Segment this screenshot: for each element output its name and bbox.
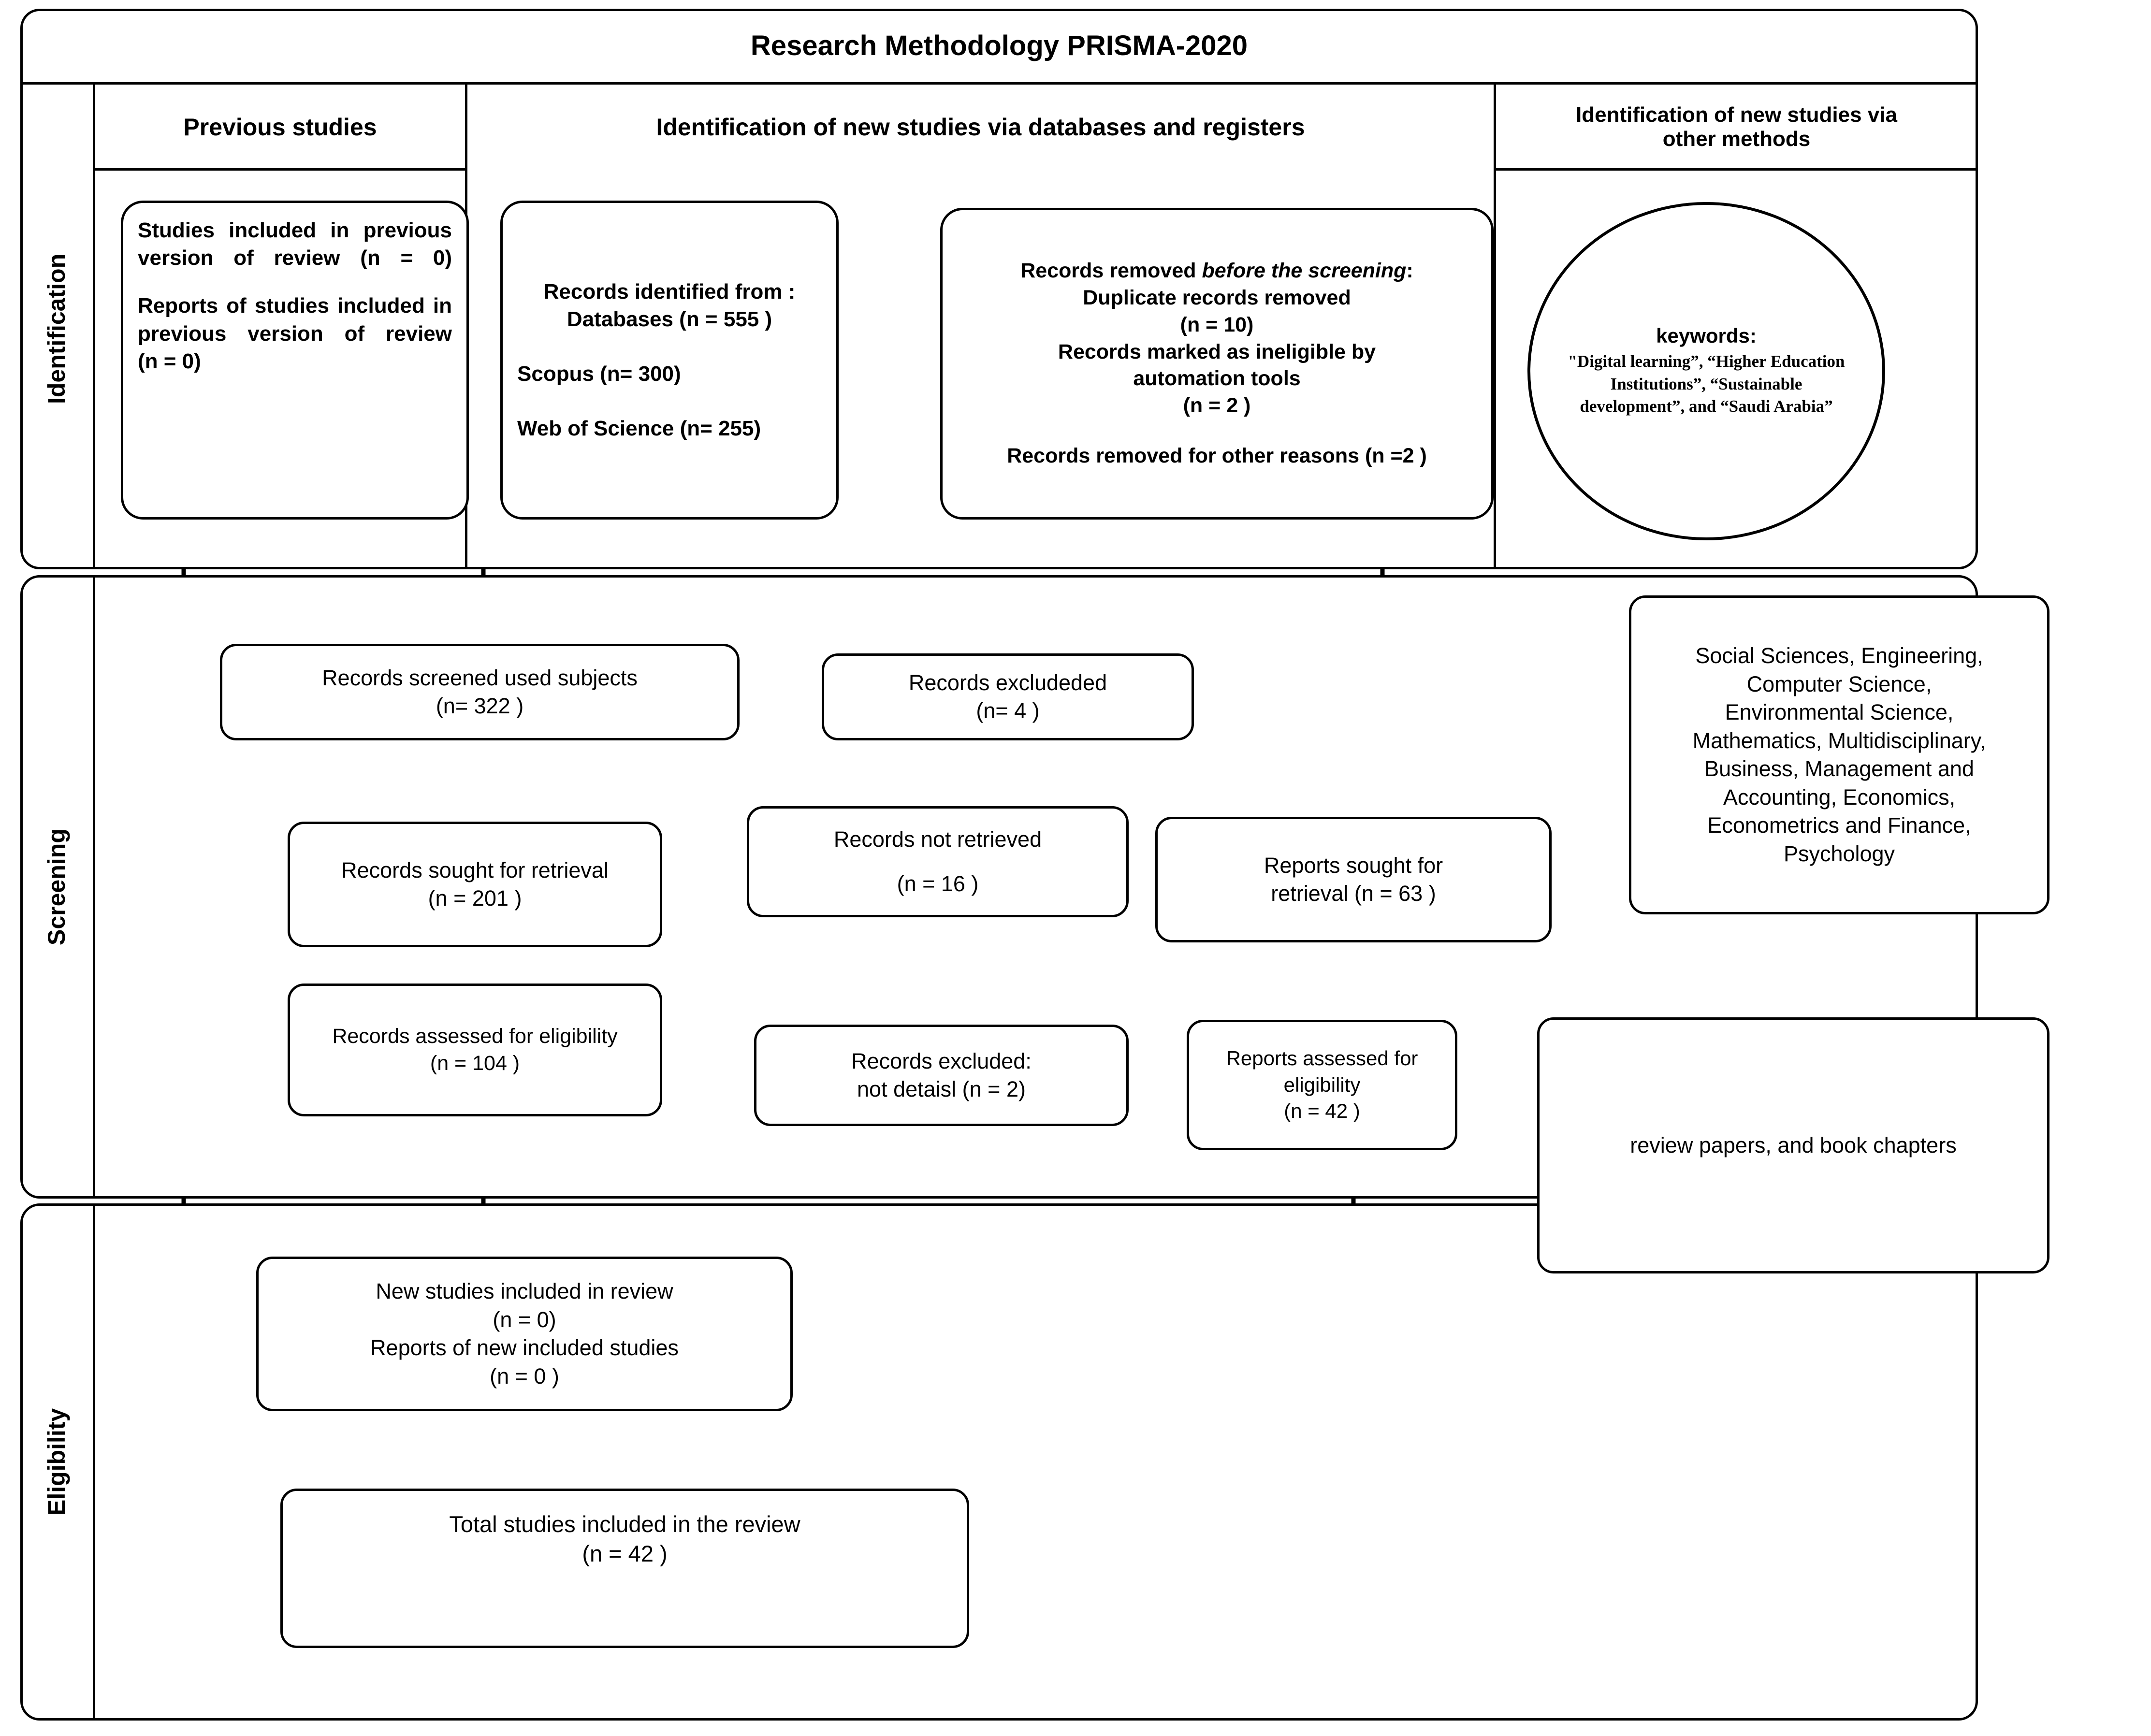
records-removed-line1: Records removed before the screening: <box>1020 259 1413 282</box>
keywords-body: "Digital learning”, “Higher Education In… <box>1568 352 1845 416</box>
records-excluded2-line2: not detaisl (n = 2) <box>857 1077 1026 1101</box>
spacer <box>517 388 822 415</box>
records-screened-line2: (n= 322 ) <box>436 694 524 718</box>
reports-assessed-line1: Reports assessed for <box>1226 1047 1418 1070</box>
box-records-assessed[interactable]: Records assessed for eligibility (n = 10… <box>288 984 662 1116</box>
keywords-title: keywords: <box>1656 324 1757 347</box>
new-studies-line4: (n = 0 ) <box>490 1363 559 1389</box>
spacer <box>517 333 822 360</box>
box-records-not-retrieved[interactable]: Records not retrieved (n = 16 ) <box>747 806 1129 917</box>
records-excluded1-line2: (n= 4 ) <box>976 698 1040 723</box>
records-identified-line1: Records identified from : <box>543 279 796 304</box>
records-removed-line3: (n = 10) <box>1180 313 1254 336</box>
new-studies-line2: (n = 0) <box>493 1307 556 1332</box>
other-header-rule <box>1496 168 1977 171</box>
column-header-databases: Identification of new studies via databa… <box>656 113 1305 141</box>
records-sought-line2: (n = 201 ) <box>428 886 522 911</box>
records-assessed-line1: Records assessed for eligibility <box>332 1024 618 1048</box>
subject-line8: Psychology <box>1783 841 1895 866</box>
reports-assessed-line2: eligibility <box>1283 1073 1361 1096</box>
box-records-excluded-1[interactable]: Records excludeded (n= 4 ) <box>822 653 1194 740</box>
phase-col-divider-3 <box>93 1203 95 1721</box>
records-screened-line1: Records screened used subjects <box>322 665 638 690</box>
box-records-excluded-2[interactable]: Records excluded: not detaisl (n = 2) <box>754 1025 1129 1126</box>
records-removed-line4: Records marked as ineligible by <box>1058 340 1376 363</box>
subject-line6: Accounting, Economics, <box>1723 784 1956 810</box>
box-records-removed[interactable]: Records removed before the screening: Du… <box>940 208 1494 520</box>
box-records-screened[interactable]: Records screened used subjects (n= 322 ) <box>220 644 740 740</box>
reports-assessed-line3: (n = 42 ) <box>1284 1099 1360 1123</box>
column-header-previous: Previous studies <box>183 113 377 141</box>
column-header-other-methods: Identification of new studies via other … <box>1576 102 1897 151</box>
subject-line4: Mathematics, Multidisciplinary, <box>1692 728 1986 753</box>
records-removed-line6: (n = 2 ) <box>1183 394 1251 418</box>
subject-line2: Computer Science, <box>1746 671 1932 696</box>
reports-sought-line2: retrieval (n = 63 ) <box>1271 881 1436 906</box>
records-identified-line2: Databases (n = 555 ) <box>567 307 772 331</box>
phase-label-screening: Screening <box>43 828 70 945</box>
subject-line7: Econometrics and Finance, <box>1707 813 1971 838</box>
box-records-identified[interactable]: Records identified from : Databases (n =… <box>500 201 839 520</box>
box-review-papers[interactable]: review papers, and book chapters <box>1537 1017 2049 1273</box>
box-subject-areas[interactable]: Social Sciences, Engineering, Computer S… <box>1629 595 2049 914</box>
title-divider <box>20 82 1978 85</box>
prev-header-rule <box>95 168 465 171</box>
new-studies-line1: New studies included in review <box>376 1279 673 1303</box>
box-records-sought[interactable]: Records sought for retrieval (n = 201 ) <box>288 822 662 947</box>
records-removed-line5: automation tools <box>1133 367 1301 391</box>
records-assessed-line2: (n = 104 ) <box>430 1051 520 1075</box>
phase-label-identification: Identification <box>43 253 70 404</box>
reports-sought-line1: Reports sought for <box>1264 853 1443 878</box>
phase-col-divider-2 <box>93 575 95 1199</box>
phase-col-divider <box>93 85 95 569</box>
records-sought-line1: Records sought for retrieval <box>341 857 609 882</box>
records-identified-line3: Scopus (n= 300) <box>517 362 681 386</box>
box-total-studies[interactable]: Total studies included in the review (n … <box>280 1489 969 1648</box>
previous-studies-line2: Reports of studies included in previous … <box>138 294 452 346</box>
total-studies-line1: Total studies included in the review <box>449 1511 800 1537</box>
box-previous-studies[interactable]: Studies included in previous version of … <box>121 201 469 520</box>
subject-line3: Environmental Science, <box>1725 700 1954 724</box>
spacer <box>749 854 1126 870</box>
review-papers-line1: review papers, and book chapters <box>1630 1132 1957 1157</box>
page-title: Research Methodology PRISMA-2020 <box>750 29 1248 61</box>
phase-label-eligibility: Eligibility <box>43 1408 70 1516</box>
previous-studies-line1: Studies included in previous version of … <box>138 218 452 270</box>
records-excluded1-line1: Records excludeded <box>908 670 1107 695</box>
subject-line5: Business, Management and <box>1704 756 1974 781</box>
spacer <box>955 420 1479 443</box>
box-reports-sought[interactable]: Reports sought for retrieval (n = 63 ) <box>1155 817 1552 942</box>
records-not-retrieved-line1: Records not retrieved <box>833 826 1042 852</box>
records-identified-line4: Web of Science (n= 255) <box>517 417 761 441</box>
box-new-studies-included[interactable]: New studies included in review (n = 0) R… <box>256 1257 793 1411</box>
spacer <box>138 272 452 292</box>
records-removed-line7: Records removed for other reasons (n =2 … <box>1007 444 1427 468</box>
records-removed-line2: Duplicate records removed <box>1083 286 1351 309</box>
box-keywords-circle[interactable]: keywords: "Digital learning”, “Higher Ed… <box>1527 202 1885 540</box>
total-studies-line2: (n = 42 ) <box>582 1541 668 1567</box>
subject-line1: Social Sciences, Engineering, <box>1695 643 1983 668</box>
col-divider-2 <box>1494 85 1496 569</box>
records-excluded2-line1: Records excluded: <box>851 1048 1032 1073</box>
box-reports-assessed[interactable]: Reports assessed for eligibility (n = 42… <box>1187 1020 1457 1150</box>
records-not-retrieved-line2: (n = 16 ) <box>897 871 979 896</box>
previous-studies-line3: (n = 0) <box>138 349 201 373</box>
new-studies-line3: Reports of new included studies <box>370 1335 679 1360</box>
